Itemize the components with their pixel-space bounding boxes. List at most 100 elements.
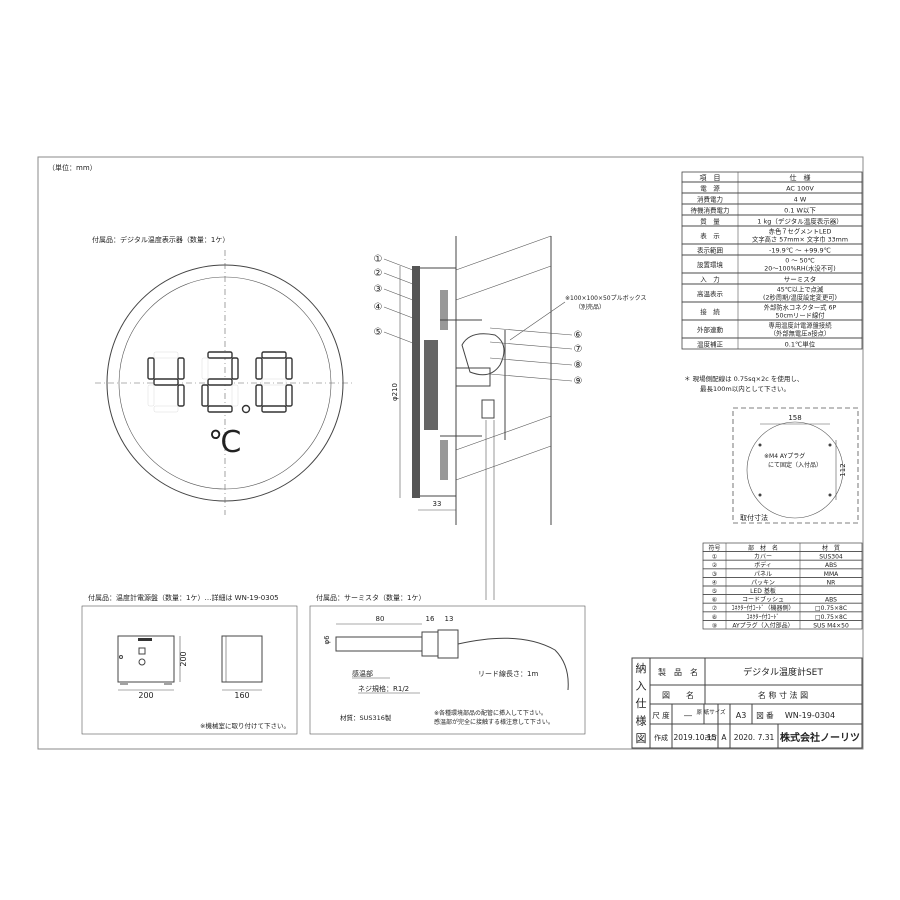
pullbox-note: ※100×100×50プルボックス (565, 294, 646, 302)
company-name: 株式会社ノーリツ (780, 731, 860, 744)
power-unit-side (221, 635, 263, 683)
drawing-label: 図 名 (662, 690, 694, 700)
side-char: 仕 (636, 697, 647, 710)
nut-dim: 13 (445, 615, 454, 623)
spec-label: 外部連動 (697, 325, 724, 334)
digit-segment (147, 357, 155, 380)
digit-segment (207, 405, 233, 413)
digit-segment (261, 378, 287, 386)
spec-value: 外部防水コネクター式 6P (764, 303, 837, 312)
spec-value: 専用温度計電源盤接続 (769, 321, 833, 330)
digit-segment (261, 351, 287, 359)
display-caption: 付属品：デジタル温度表示器（数量：1ケ） (92, 235, 229, 244)
parts-material: NR (827, 579, 836, 586)
digit-segment (207, 351, 233, 359)
spec-value: サーミスタ (784, 275, 817, 284)
parts-code: ④ (712, 579, 717, 586)
parts-material: MMA (824, 571, 839, 578)
depth-dim: 33 (433, 500, 442, 508)
thermistor-note-2: 感温部が完全に接触する様注意して下さい。 (434, 718, 554, 726)
sensor-label: 感温部 (352, 669, 373, 678)
parts-material: □0.75×8C (815, 605, 847, 612)
spec-value: -19.9℃ ～ +99.9℃ (769, 247, 831, 255)
spec-label: 表 示 (700, 231, 720, 240)
rev-date: 2020. 7.31 (734, 733, 775, 742)
parts-code: ⑨ (712, 622, 717, 629)
spec-value-2: 文字高さ 57mm× 文字巾 33mm (752, 235, 848, 244)
parts-code: ⑥ (712, 597, 717, 604)
parts-row (702, 620, 863, 630)
side-char: 納 (636, 662, 647, 675)
digit-segment (177, 384, 185, 407)
parts-code: ⑦ (712, 605, 718, 612)
parts-name: ｺﾈｸﾀｰ付ｺｰﾄﾞ (746, 613, 779, 621)
parts-name: カバー (754, 554, 772, 561)
spec-value: 45℃以上で点滅 (777, 285, 824, 294)
digit-segment (231, 357, 239, 380)
side-char: 入 (636, 680, 647, 693)
made-date: 2019.10.15 (674, 733, 717, 742)
side-char: 様 (636, 714, 647, 728)
number-value: WN-19-0304 (785, 711, 835, 720)
power-width-dim: 200 (138, 691, 153, 700)
spec-label: 表示範囲 (697, 246, 723, 255)
number-label: 図 番 (756, 710, 774, 720)
digit-segment (153, 405, 179, 413)
parts-material: ABS (825, 562, 837, 569)
probe-length-dim: 80 (376, 615, 385, 623)
decimal-point (241, 404, 251, 414)
thermistor-note-1: ※各種環境部品の配管に挿入して下さい。 (434, 709, 547, 717)
digit-segment (177, 357, 185, 380)
parts-name: コードブッシュ (742, 596, 784, 604)
display-front-view: 付属品：デジタル温度表示器（数量：1ケ） ℃ (92, 235, 355, 515)
mount-caption: 取付寸法 (740, 513, 768, 522)
callout-7: ⑦ (574, 344, 583, 355)
thermistor-drawing: 付属品：サーミスタ（数量：1ケ） 80 16 13 φ6 感温部 ネジ規格：R1… (309, 593, 586, 735)
spec-header-spec: 仕 様 (790, 173, 811, 182)
callout-9: ⑨ (574, 376, 583, 387)
spec-label: 消費電力 (697, 195, 723, 204)
paper-label: 原 紙サイズ (696, 708, 726, 716)
spec-value: 0.1℃単位 (785, 340, 816, 349)
mount-note-1: ※M4 AYプラグ (764, 452, 805, 460)
callout-3: ③ (374, 284, 383, 295)
pullbox-sub: （別売品） (575, 303, 605, 311)
parts-code: ⑤ (712, 588, 717, 595)
parts-code: ② (712, 562, 718, 569)
power-unit-note: ※機械室に取り付けて下さい。 (200, 721, 290, 730)
parts-material: ABS (825, 597, 837, 604)
parts-material: 材 質 (822, 544, 840, 552)
digit-segment (231, 384, 239, 407)
product-label: 製 品 名 (658, 667, 698, 677)
digit-segment (255, 357, 263, 380)
spec-label: 接 続 (700, 307, 720, 316)
lead-label: リード線長さ：1m (478, 669, 538, 678)
scale-value: ― (684, 711, 692, 720)
parts-name: LED 基板 (750, 587, 776, 595)
spec-value: 0 ～ 50℃ (785, 258, 814, 265)
spec-header-item: 項 目 (700, 174, 721, 182)
spec-value-2: （外部無電圧a接点） (770, 329, 831, 338)
power-unit-drawing: 付属品：温度計電源盤（数量：1ケ）…詳細は WN-19-0305 200 200… (81, 593, 298, 735)
temperature-unit: ℃ (208, 425, 242, 460)
power-depth-dim: 160 (234, 691, 249, 700)
spec-label: 待機消費電力 (691, 206, 730, 215)
thermistor-material: 材質：SUS316製 (340, 713, 392, 722)
callout-5: ⑤ (374, 327, 383, 338)
led-board (424, 340, 438, 430)
spec-value: 4 W (794, 196, 807, 204)
made-label: 作成 (654, 733, 668, 742)
side-char: 図 (636, 732, 647, 745)
seven-segment-display (147, 351, 293, 414)
parts-code: ③ (712, 571, 717, 578)
digit-segment (201, 384, 209, 407)
spec-label: 電 源 (700, 184, 720, 193)
parts-name: AYプラグ（入付部品） (732, 621, 793, 629)
spec-value: 0.1 W以下 (784, 207, 816, 215)
rev-mark: A (721, 733, 727, 742)
parts-name: ｺﾈｸﾀｰ付ｺｰﾄﾞ（機器側） (731, 604, 794, 612)
